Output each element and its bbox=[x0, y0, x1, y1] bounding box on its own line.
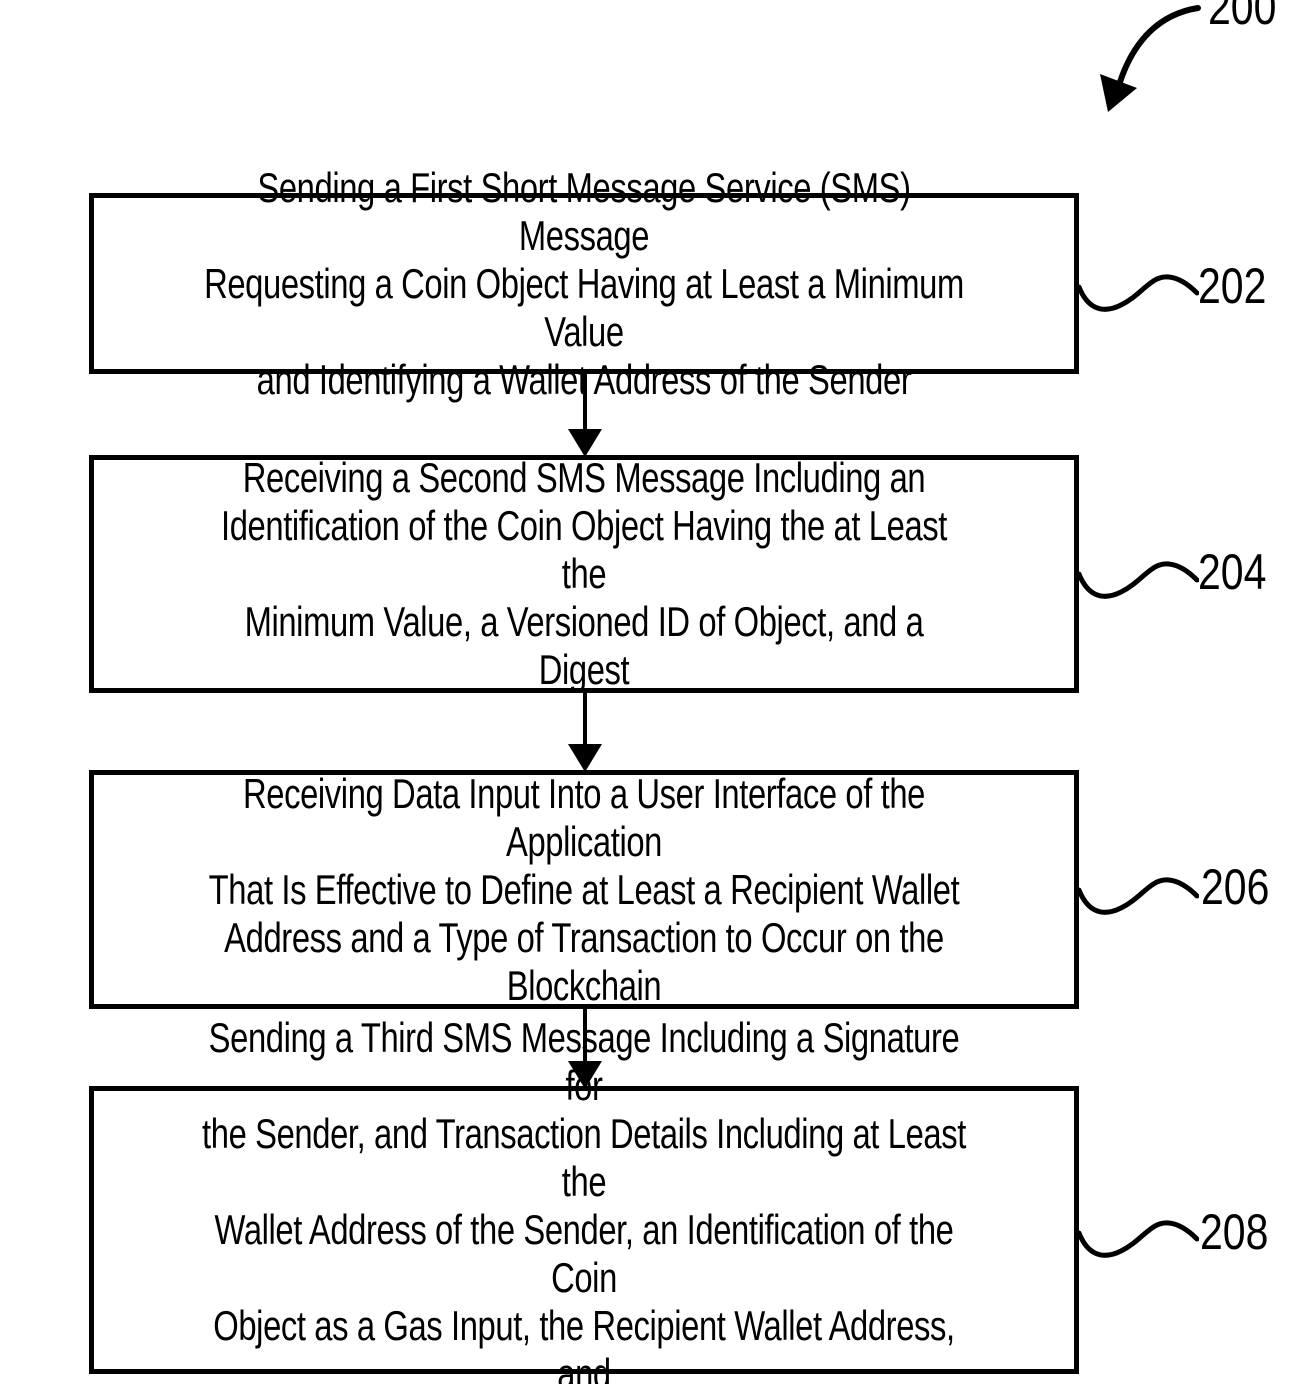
flow-step-box-206: Receiving Data Input Into a User Interfa… bbox=[89, 770, 1079, 1009]
ref-connector-squiggle-icon bbox=[1077, 877, 1199, 915]
arrow-shaft bbox=[583, 691, 587, 744]
step-ref-label-204: 204 bbox=[1198, 544, 1267, 600]
arrow-shaft bbox=[583, 374, 587, 429]
flow-step-text-208: Sending a Third SMS Message Including a … bbox=[202, 1014, 966, 1384]
flow-arrow-down-icon bbox=[568, 691, 602, 772]
flow-step-text-204: Receiving a Second SMS Message Including… bbox=[221, 454, 947, 693]
flow-arrow-down-icon bbox=[568, 374, 602, 457]
ref-connector-squiggle-icon bbox=[1077, 561, 1199, 599]
figure-ref-label: 200 bbox=[1208, 0, 1277, 35]
flow-step-box-208: Sending a Third SMS Message Including a … bbox=[89, 1014, 1079, 1384]
arrow-head bbox=[568, 1061, 602, 1089]
flow-step-box-202: Sending a First Short Message Service (S… bbox=[89, 164, 1079, 403]
arrow-shaft bbox=[583, 1007, 587, 1061]
step-ref-label-206: 206 bbox=[1201, 859, 1270, 915]
flow-step-box-204: Receiving a Second SMS Message Including… bbox=[89, 454, 1079, 693]
arrow-head bbox=[568, 429, 602, 457]
ref-connector-squiggle-icon bbox=[1077, 274, 1199, 312]
step-ref-label-208: 208 bbox=[1200, 1204, 1269, 1260]
arrow-head bbox=[568, 744, 602, 772]
figure-ref-arrow-icon bbox=[1100, 5, 1201, 112]
flow-step-text-202: Sending a First Short Message Service (S… bbox=[204, 163, 964, 403]
ref-connector-squiggle-icon bbox=[1077, 1220, 1199, 1258]
step-ref-label-202: 202 bbox=[1198, 258, 1267, 314]
flow-arrow-down-icon bbox=[568, 1007, 602, 1089]
flow-step-text-206: Receiving Data Input Into a User Interfa… bbox=[208, 769, 960, 1009]
